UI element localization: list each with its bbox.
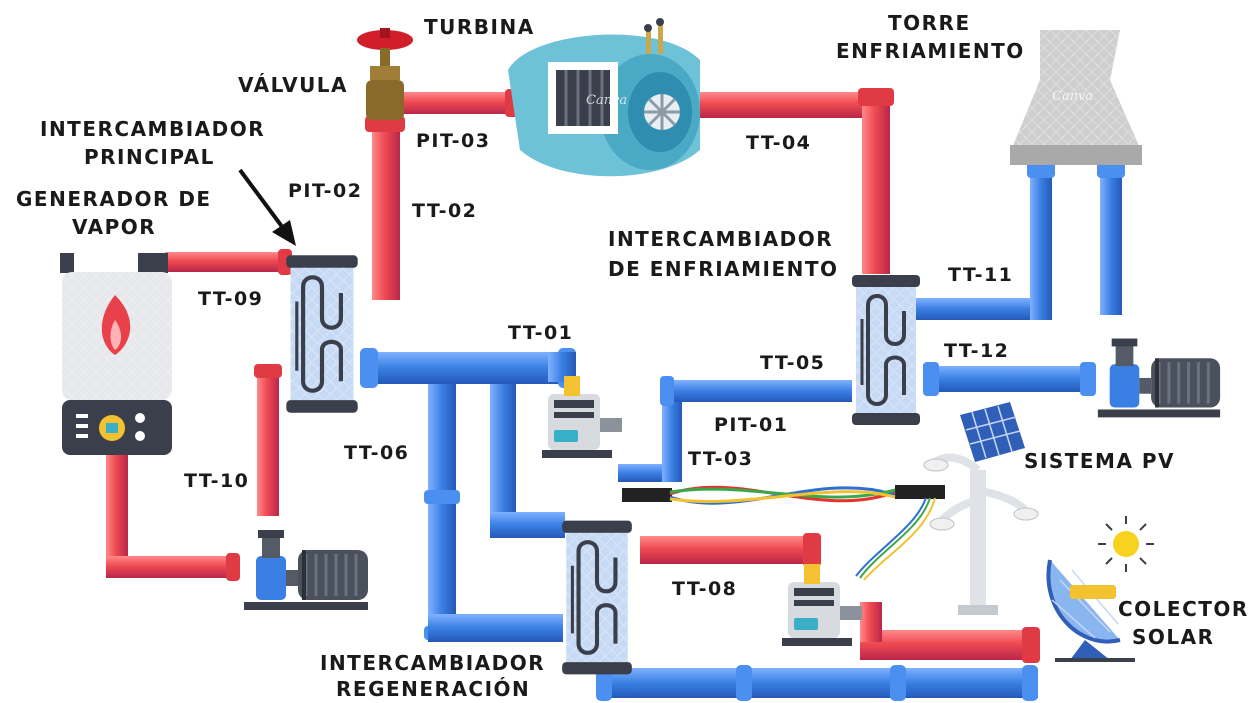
tag-pit-01: PIT-01 bbox=[714, 414, 789, 436]
turbine: Canva bbox=[508, 18, 700, 177]
hot-pipes bbox=[106, 88, 1040, 663]
tag-pit-03: PIT-03 bbox=[416, 130, 491, 152]
label-cooling-exchanger-2: DE ENFRIAMIENTO bbox=[608, 257, 839, 281]
main-exchanger bbox=[286, 255, 357, 413]
watermark-tower: Canva bbox=[1052, 89, 1093, 104]
label-steam-generator-1: GENERADOR DE bbox=[16, 187, 212, 211]
pv-system bbox=[923, 402, 1039, 615]
tag-tt-02: TT-02 bbox=[412, 200, 478, 222]
label-regen-exchanger-2: REGENERACIÓN bbox=[336, 677, 531, 701]
label-main-exchanger-1: INTERCAMBIADOR bbox=[40, 117, 266, 141]
cooling-exchanger bbox=[852, 275, 920, 425]
tag-tt-03: TT-03 bbox=[688, 448, 754, 470]
label-cooling-tower-1: TORRE bbox=[888, 11, 971, 35]
tag-tt-01: TT-01 bbox=[508, 322, 574, 344]
tag-tt-05: TT-05 bbox=[760, 352, 826, 374]
regen-exchanger bbox=[562, 521, 632, 675]
valve bbox=[357, 28, 413, 120]
pump-solar bbox=[782, 564, 862, 646]
solar-collector bbox=[1046, 516, 1154, 662]
label-steam-generator-2: VAPOR bbox=[72, 215, 157, 239]
pump-generator bbox=[242, 528, 370, 612]
label-solar-collector-1: COLECTOR bbox=[1118, 597, 1249, 621]
watermark-turbine: Canva bbox=[586, 93, 627, 108]
tag-pit-02: PIT-02 bbox=[288, 180, 363, 202]
tag-tt-10: TT-10 bbox=[184, 470, 250, 492]
tag-tt-09: TT-09 bbox=[198, 288, 264, 310]
tag-tt-08: TT-08 bbox=[672, 578, 738, 600]
tag-tt-04: TT-04 bbox=[746, 132, 812, 154]
cooling-tower: Canva bbox=[1010, 30, 1142, 165]
label-regen-exchanger-1: INTERCAMBIADOR bbox=[320, 651, 546, 675]
label-valve: VÁLVULA bbox=[238, 73, 349, 97]
pump-tt01 bbox=[542, 376, 622, 458]
tag-tt-06: TT-06 bbox=[344, 442, 410, 464]
label-pv-system: SISTEMA PV bbox=[1024, 449, 1176, 473]
label-cooling-exchanger-1: INTERCAMBIADOR bbox=[608, 227, 834, 251]
label-turbine: TURBINA bbox=[424, 15, 535, 39]
tag-tt-12: TT-12 bbox=[944, 340, 1010, 362]
label-main-exchanger-2: PRINCIPAL bbox=[84, 145, 215, 169]
tag-tt-11: TT-11 bbox=[948, 264, 1014, 286]
steam-generator bbox=[60, 253, 172, 455]
label-solar-collector-2: SOLAR bbox=[1132, 625, 1215, 649]
arrow-main-exchanger bbox=[238, 168, 296, 246]
pv-cables bbox=[622, 485, 945, 581]
label-cooling-tower-2: ENFRIAMIENTO bbox=[836, 39, 1025, 63]
pump-tower bbox=[1096, 336, 1222, 419]
